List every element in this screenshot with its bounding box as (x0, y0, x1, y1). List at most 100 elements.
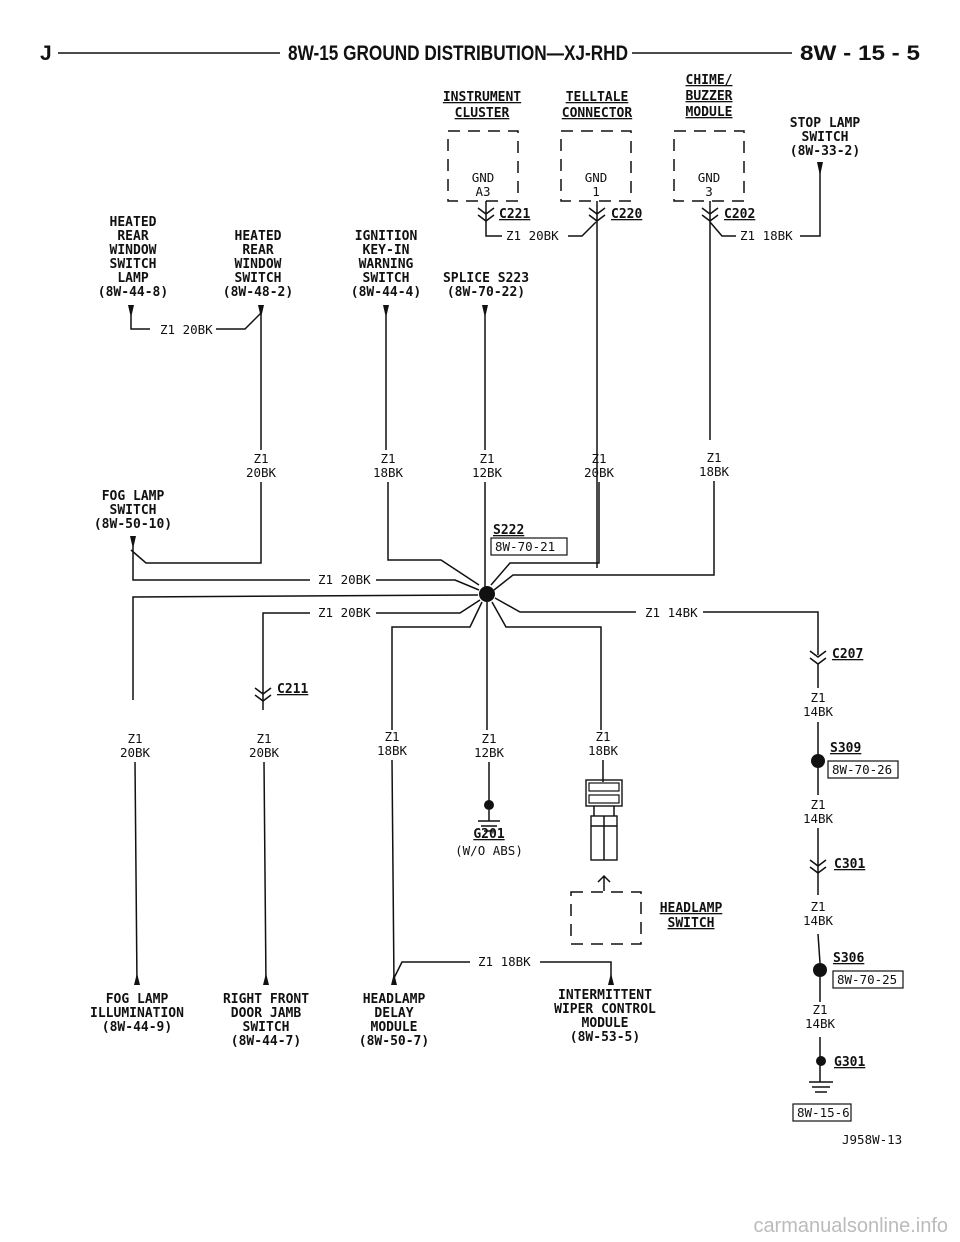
ground-g301-ref: 8W-15-6 (797, 1105, 850, 1120)
wire-label: 14BK (803, 913, 834, 928)
wire-label: 20BK (584, 465, 615, 480)
ign-label-3: WARNING (359, 257, 414, 272)
ground-g201[interactable]: G201 (W/O ABS) (455, 800, 523, 858)
headlamp-delay-label-2: DELAY (374, 1006, 413, 1021)
top-wire-labels: Z1 20BK Z1 18BK Z1 12BK Z1 20BK Z1 18BK (246, 450, 730, 480)
wire-left-main (132, 594, 479, 700)
terminal-arrow-icon (383, 305, 389, 318)
fog-illum-label-3: (8W-44-9) (102, 1020, 172, 1035)
wiper-label-4: (8W-53-5) (570, 1030, 640, 1045)
stop-lamp-label-3: (8W-33-2) (790, 144, 860, 159)
telltale-connector-label-1: TELLTALE (566, 90, 629, 105)
hrw-lamp-label-6: (8W-44-8) (98, 285, 168, 300)
rf-door-label-3: SWITCH (243, 1020, 290, 1035)
hrw-lamp-label-5: LAMP (117, 271, 148, 286)
headlamp-switch-label-2: SWITCH (668, 916, 715, 931)
connector-c220-label: C220 (611, 207, 642, 222)
headlamp-switch-connector[interactable] (585, 779, 623, 861)
splice-s306[interactable]: S306 8W-70-25 (813, 951, 904, 989)
instrument-cluster[interactable]: INSTRUMENT CLUSTER GND A3 (443, 90, 521, 202)
wire-top-col4 (490, 482, 600, 586)
chime-buzzer-module[interactable]: CHIME/ BUZZER MODULE GND 3 (673, 73, 745, 202)
heated-rear-window-switch[interactable]: HEATED REAR WINDOW SWITCH (8W-48-2) (223, 229, 293, 450)
wire-label-chime-stoplamp: Z1 18BK (740, 228, 793, 243)
connector-c301[interactable]: C301 (809, 857, 865, 874)
ground-g301-ref-box[interactable] (792, 1103, 852, 1122)
stop-lamp-switch[interactable]: STOP LAMP SWITCH (8W-33-2) (790, 116, 861, 176)
splice-dot-icon (813, 963, 827, 977)
connector-c221[interactable]: C221 Z1 20BK (477, 201, 597, 243)
ign-label-1: IGNITION (355, 229, 418, 244)
connector-c221-icon (477, 207, 495, 222)
splice-s223[interactable]: SPLICE S223 (8W-70-22) (443, 271, 529, 450)
ground-symbol-icon (478, 820, 500, 832)
hrw-lamp-label-4: SWITCH (110, 257, 157, 272)
splice-s223-label-1: SPLICE S223 (443, 271, 529, 286)
rf-door-label-4: (8W-44-7) (231, 1034, 301, 1049)
instrument-cluster-label-1: INSTRUMENT (443, 90, 521, 105)
wire-label: Z1 (595, 729, 610, 744)
rf-door-label-2: DOOR JAMB (231, 1006, 302, 1021)
wire-label-lower-left: Z1 20BK (318, 605, 371, 620)
terminal-arrow-icon (128, 305, 134, 318)
chime-box (673, 130, 745, 202)
fog-lamp-switch[interactable]: FOG LAMP SWITCH (8W-50-10) (94, 489, 310, 581)
headlamp-delay-label-3: MODULE (371, 1020, 418, 1035)
header-page-number: 8W - 15 - 5 (800, 42, 920, 65)
wire-label: Z1 (127, 731, 142, 746)
splice-s309[interactable]: S309 8W-70-26 (811, 741, 899, 779)
chime-pin-name: GND (698, 170, 721, 185)
splice-s222[interactable]: S222 8W-70-21 (479, 523, 568, 602)
wire-top-col5 (493, 481, 715, 591)
wire-top-col2 (387, 482, 480, 586)
page-header: J 8W-15 GROUND DISTRIBUTION—XJ-RHD 8W - … (40, 42, 920, 65)
ignition-key-in-warning-switch[interactable]: IGNITION KEY-IN WARNING SWITCH (8W-44-4) (351, 229, 421, 450)
ground-g201-label: G201 (473, 827, 504, 842)
hrw-switch-label-2: REAR (242, 243, 273, 258)
splice-s309-ref: 8W-70-26 (832, 762, 892, 777)
wire-label: Z1 (591, 451, 606, 466)
intermittent-wiper-control-module[interactable]: INTERMITTENT WIPER CONTROL MODULE (8W-53… (554, 973, 656, 1045)
splice-s222-label: S222 (493, 523, 524, 538)
wire-label: 18BK (699, 464, 730, 479)
wire-top-col1 (130, 482, 262, 564)
terminal-arrow-icon (608, 973, 614, 985)
wire-label: Z1 (812, 1002, 827, 1017)
terminal-arrow-icon (482, 305, 488, 318)
connector-c211-label: C211 (277, 682, 308, 697)
chime-label-2: BUZZER (686, 89, 733, 104)
chime-label-3: MODULE (686, 105, 733, 120)
wire-lower-col3 (391, 601, 483, 730)
ign-label-2: KEY-IN (363, 243, 410, 258)
headlamp-switch[interactable]: HEADLAMP SWITCH (570, 874, 722, 945)
wire-label: Z1 (380, 451, 395, 466)
fog-lamp-illumination[interactable]: FOG LAMP ILLUMINATION (8W-44-9) (90, 973, 184, 1035)
fog-switch-label-2: SWITCH (110, 503, 157, 518)
telltale-connector[interactable]: TELLTALE CONNECTOR GND 1 (560, 90, 632, 202)
wire-label: 20BK (249, 745, 280, 760)
connector-c211[interactable]: C211 (254, 682, 308, 702)
hrw-switch-label-5: (8W-48-2) (223, 285, 293, 300)
connector-c301-icon (809, 859, 827, 874)
fog-illum-label-2: ILLUMINATION (90, 1006, 184, 1021)
wiper-label-1: INTERMITTENT (558, 988, 652, 1003)
wire-label-fog-switch: Z1 20BK (318, 572, 371, 587)
connector-c202[interactable]: C202 Z1 18BK (701, 172, 821, 440)
terminal-arrow-icon (817, 162, 823, 176)
heated-rear-window-switch-lamp[interactable]: HEATED REAR WINDOW SWITCH LAMP (8W-44-8) (98, 215, 168, 330)
hrw-lamp-label-2: REAR (117, 229, 148, 244)
figure-id: J958W-13 (842, 1132, 902, 1147)
ground-g301-label: G301 (834, 1055, 865, 1070)
hrw-lamp-label-3: WINDOW (110, 243, 157, 258)
splice-s306-ref-box (832, 970, 904, 989)
connector-c220[interactable]: C220 (588, 201, 642, 568)
arrow-up-icon (597, 874, 611, 891)
headlamp-delay-module[interactable]: HEADLAMP DELAY MODULE (8W-50-7) (359, 973, 429, 1049)
right-front-door-jamb-switch[interactable]: RIGHT FRONT DOOR JAMB SWITCH (8W-44-7) (223, 973, 309, 1049)
splice-s309-ref-box (827, 760, 899, 779)
ground-g301[interactable]: G301 8W-15-6 (792, 1055, 865, 1122)
splice-s306-ref: 8W-70-25 (837, 972, 897, 987)
connector-c207[interactable]: C207 (809, 647, 863, 688)
wire-label: Z1 (479, 451, 494, 466)
